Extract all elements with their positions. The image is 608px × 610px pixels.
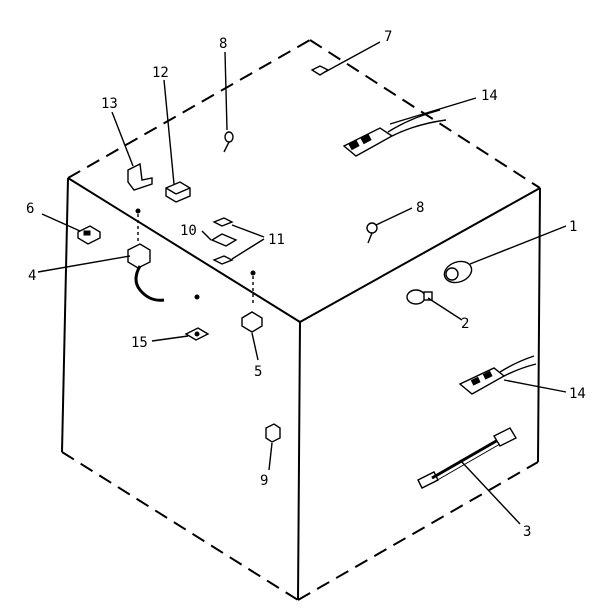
- callout-15: 15: [131, 335, 148, 351]
- callout-3: 3: [523, 524, 531, 540]
- leader-lines: [37, 41, 567, 525]
- callout-5: 5: [254, 364, 262, 380]
- part-2-bulb: [406, 289, 433, 305]
- part-12-block: [165, 181, 191, 203]
- part-14-connector-upper: [342, 109, 447, 157]
- front-right-vertical-edge: [537, 187, 541, 463]
- part-8-screw-upper: [223, 131, 234, 153]
- part-4-switch: [127, 208, 165, 302]
- bottom-left-edge: [61, 451, 299, 601]
- part-13-bracket: [127, 162, 153, 191]
- top-back-left-edge: [67, 39, 311, 179]
- callout-6: 6: [26, 201, 34, 217]
- part-3-wire-harness: [417, 427, 517, 489]
- top-front-right-edge: [299, 187, 541, 323]
- part-6-clip: [77, 225, 101, 245]
- part-9-clip: [265, 423, 281, 443]
- callout-labels: 1 2 3 4 5 6 7 8 8 9 10 11 12 13 14 14 15: [26, 29, 586, 540]
- front-left-vertical-edge: [61, 177, 69, 453]
- top-front-left-edge: [67, 177, 301, 323]
- part-8-screw-lower: [366, 222, 378, 244]
- part-7-clip: [310, 65, 330, 76]
- callout-14-upper: 14: [481, 88, 498, 104]
- callout-2: 2: [461, 316, 469, 332]
- part-15-pad: [184, 294, 210, 341]
- cabinet-outline: [61, 39, 541, 601]
- callout-14-lower: 14: [569, 386, 586, 402]
- part-11-pads: [212, 217, 234, 265]
- callout-11: 11: [268, 232, 285, 248]
- callout-8-upper: 8: [219, 36, 227, 52]
- callout-10: 10: [180, 223, 197, 239]
- callout-4: 4: [28, 268, 36, 284]
- callout-13: 13: [101, 96, 118, 112]
- callout-1: 1: [569, 219, 577, 235]
- callout-7: 7: [384, 29, 392, 45]
- callout-8-lower: 8: [416, 200, 424, 216]
- part-14-connector-lower: [458, 355, 537, 395]
- callout-12: 12: [152, 65, 169, 81]
- part-5-clip: [241, 270, 263, 333]
- part-1-lamp-socket: [443, 260, 473, 284]
- bottom-right-edge: [297, 461, 539, 601]
- front-center-vertical-edge: [297, 321, 301, 601]
- part-10-pad: [210, 233, 238, 247]
- callout-9: 9: [260, 473, 268, 489]
